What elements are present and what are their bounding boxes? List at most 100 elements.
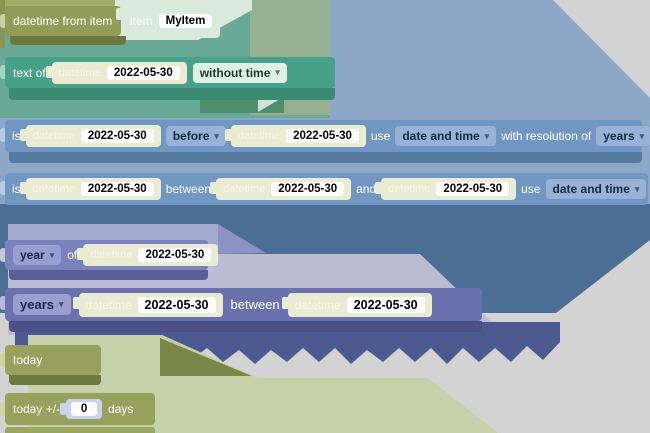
use-label: use xyxy=(370,129,391,143)
today-offset-block[interactable]: today +/- 0 days xyxy=(5,393,155,425)
item-name-field[interactable]: MyItem xyxy=(158,14,213,28)
datetime-label: datetime xyxy=(32,130,75,142)
block-bottom-edge xyxy=(9,375,101,385)
between-label: between xyxy=(165,182,212,196)
block-bottom-edge xyxy=(9,152,642,163)
unit-dropdown-value: year xyxy=(20,248,45,262)
datetime-value-field[interactable]: 2022-05-30 xyxy=(106,65,180,80)
years-between-block[interactable]: years ▾ datetime 2022-05-30 between date… xyxy=(5,288,482,321)
unit-dropdown-value: years xyxy=(20,297,54,312)
today-label: today xyxy=(13,353,43,367)
datetime-label: datetime xyxy=(32,183,75,195)
dropdown-arrow-icon: ▾ xyxy=(639,130,645,141)
and-label: and xyxy=(356,182,377,196)
unit-dropdown[interactable]: years ▾ xyxy=(13,294,71,315)
input-connector xyxy=(116,8,123,20)
text-of-label: text of xyxy=(13,65,46,80)
datetime-value-field[interactable]: 2022-05-30 xyxy=(271,182,345,196)
is-between-block[interactable]: is datetime 2022-05-30 between datetime … xyxy=(5,173,648,205)
datetime-block[interactable]: datetime 2022-05-30 xyxy=(19,125,161,147)
dropdown-arrow-icon: ▾ xyxy=(275,67,280,77)
resolution-dropdown-value: years xyxy=(603,129,635,143)
text-of-block[interactable]: text of datetime 2022-05-30 without time… xyxy=(5,57,335,88)
use-label: use xyxy=(521,182,541,196)
input-connector xyxy=(77,248,85,260)
input-connector xyxy=(19,129,27,141)
datetime-value-field[interactable]: 2022-05-30 xyxy=(138,248,212,262)
of-label: of xyxy=(67,248,78,262)
datetime-block[interactable]: datetime 2022-05-30 xyxy=(19,178,161,200)
unit-dropdown[interactable]: year ▾ xyxy=(13,245,62,265)
item-label: item xyxy=(130,14,153,28)
is-before-block[interactable]: is datetime 2022-05-30 before ▾ datetime… xyxy=(5,120,650,152)
datetime-from-item-label: datetime from item xyxy=(13,14,113,28)
datetime-value-field[interactable]: 2022-05-30 xyxy=(436,182,510,196)
datetime-label: datetime xyxy=(388,183,431,195)
input-connector xyxy=(45,65,53,78)
use-dropdown[interactable]: date and time ▾ xyxy=(545,179,647,199)
datetime-value-field[interactable]: 2022-05-30 xyxy=(286,129,359,143)
datetime-label: datetime xyxy=(223,183,266,195)
datetime-label: datetime xyxy=(58,66,101,79)
output-connector xyxy=(0,296,7,310)
today-offset-label: today +/- xyxy=(13,402,61,416)
datetime-block[interactable]: datetime 2022-05-30 xyxy=(77,244,219,266)
output-connector xyxy=(0,248,7,262)
year-of-block[interactable]: year ▾ of datetime 2022-05-30 xyxy=(5,240,219,270)
block-bottom-edge xyxy=(10,36,126,45)
datetime-label: datetime xyxy=(237,130,281,142)
dropdown-arrow-icon: ▾ xyxy=(484,130,490,141)
between-label: between xyxy=(230,297,280,312)
input-connector xyxy=(210,182,218,194)
output-connector xyxy=(0,181,7,195)
datetime-from-item-block[interactable]: datetime from item xyxy=(5,6,121,36)
days-label: days xyxy=(108,402,134,416)
use-dropdown[interactable]: date and time ▾ xyxy=(395,126,497,146)
datetime-value-field[interactable]: 2022-05-30 xyxy=(80,129,154,143)
operator-dropdown[interactable]: before ▾ xyxy=(165,126,226,146)
input-connector xyxy=(281,296,289,309)
output-connector xyxy=(0,65,7,79)
datetime-block[interactable]: datetime 2022-05-30 xyxy=(224,125,366,147)
is-label: is xyxy=(12,129,21,143)
block-bottom-edge xyxy=(9,88,335,100)
number-block[interactable]: 0 xyxy=(60,399,103,419)
datetime-value-field[interactable]: 2022-05-30 xyxy=(137,296,216,313)
background-olive-top xyxy=(5,0,115,6)
number-value-field[interactable]: 0 xyxy=(71,402,98,416)
partial-block xyxy=(5,427,155,433)
input-connector xyxy=(19,182,27,194)
datetime-block[interactable]: datetime 2022-05-30 xyxy=(375,178,517,200)
format-dropdown[interactable]: without time ▾ xyxy=(192,62,287,83)
format-dropdown-value: without time xyxy=(199,65,271,80)
today-block[interactable]: today xyxy=(5,345,101,375)
datetime-block[interactable]: datetime 2022-05-30 xyxy=(281,292,432,317)
operator-dropdown-value: before xyxy=(172,129,210,143)
datetime-label: datetime xyxy=(294,297,341,312)
datetime-label: datetime xyxy=(90,249,133,261)
datetime-block[interactable]: datetime 2022-05-30 xyxy=(45,61,187,84)
dropdown-arrow-icon: ▾ xyxy=(49,249,55,260)
item-block[interactable]: item MyItem xyxy=(116,4,221,38)
datetime-block[interactable]: datetime 2022-05-30 xyxy=(210,178,352,200)
input-connector xyxy=(375,182,383,194)
use-dropdown-value: date and time xyxy=(552,182,630,196)
resolution-label: with resolution of xyxy=(501,129,592,143)
is-label: is xyxy=(12,182,21,196)
output-connector xyxy=(0,353,7,367)
output-connector xyxy=(0,128,7,142)
resolution-dropdown[interactable]: years ▾ xyxy=(596,126,650,146)
input-connector xyxy=(72,296,80,309)
datetime-label: datetime xyxy=(85,297,132,312)
use-dropdown-value: date and time xyxy=(402,129,480,143)
datetime-value-field[interactable]: 2022-05-30 xyxy=(346,296,425,313)
datetime-block[interactable]: datetime 2022-05-30 xyxy=(72,292,223,317)
input-connector xyxy=(60,403,68,415)
output-connector xyxy=(0,402,7,416)
block-bottom-edge xyxy=(9,321,482,332)
dropdown-arrow-icon: ▾ xyxy=(58,299,64,309)
dropdown-arrow-icon: ▾ xyxy=(634,183,640,194)
datetime-value-field[interactable]: 2022-05-30 xyxy=(80,182,154,196)
block-bottom-edge xyxy=(9,270,208,280)
